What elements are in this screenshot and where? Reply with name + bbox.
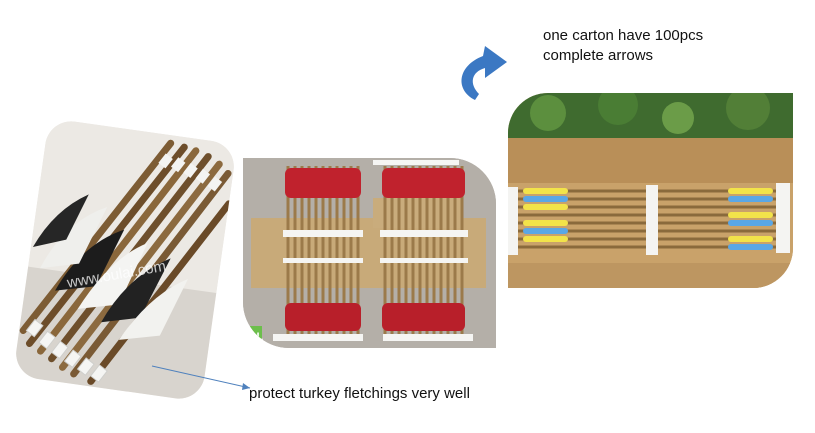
red-fletched-arrows-image: OL xyxy=(243,158,496,348)
carton-caption: one carton have 100pcs complete arrows xyxy=(543,26,703,66)
carton-of-arrows-photo xyxy=(508,93,793,288)
curved-arrow-icon xyxy=(461,46,507,100)
carton-of-arrows-image xyxy=(508,93,793,288)
carton-caption-line-2: complete arrows xyxy=(543,47,654,64)
turkey-feather-arrows-photo: www.oulai.com xyxy=(12,118,238,402)
carton-caption-line-1: one carton have 100pcs xyxy=(543,27,704,44)
red-fletched-arrows-photo: OL xyxy=(243,158,496,348)
logo-text: OL xyxy=(248,331,264,343)
protect-caption: protect turkey fletchings very well xyxy=(249,385,470,402)
turkey-feather-arrows-image: www.oulai.com xyxy=(12,118,238,402)
